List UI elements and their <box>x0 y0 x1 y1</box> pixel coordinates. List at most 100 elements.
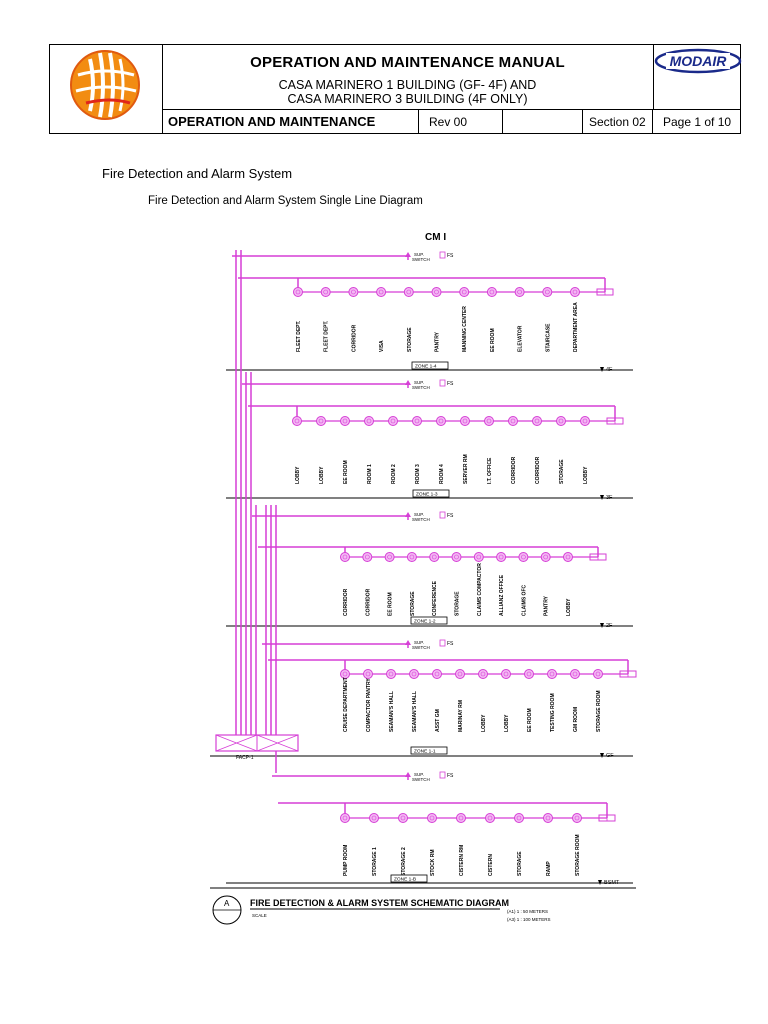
smoke-detector-icon <box>412 416 422 426</box>
smoke-detector-icon <box>340 669 350 679</box>
smoke-detector-icon <box>514 287 525 297</box>
room-label: STORAGE <box>559 459 565 484</box>
sup-switch-label: SUP. <box>414 772 424 777</box>
zone-label: ZONE 1-B <box>394 877 416 883</box>
title-cell: OPERATION AND MAINTENANCE MANUAL CASA MA… <box>162 45 653 109</box>
room-label: CRUISE DEPARTMENT <box>343 677 349 732</box>
page-number: Page 1 of 10 <box>663 115 732 129</box>
room-label: FLEET DEPT. <box>296 320 302 352</box>
room-label: GM ROOM <box>573 707 579 732</box>
flow-switch-icon <box>439 251 446 259</box>
room-label: EE ROOM <box>527 708 533 732</box>
smoke-detector-icon <box>501 669 511 679</box>
room-label: RAMP <box>546 861 552 876</box>
header-info-row: OPERATION AND MAINTENANCE Rev 00 Section… <box>162 109 741 134</box>
room-label: ROOM 2 <box>391 464 397 484</box>
smoke-detector-icon <box>376 287 387 297</box>
caption-block: A FIRE DETECTION & ALARM SYSTEM SCHEMATI… <box>210 887 636 925</box>
smoke-detector-icon <box>436 416 446 426</box>
room-label: LOBBY <box>319 466 325 484</box>
room-label: STORAGE <box>407 327 413 352</box>
manual-title: OPERATION AND MAINTENANCE MANUAL <box>250 54 565 71</box>
room-label: STORAGE ROOM <box>596 690 602 732</box>
room-label: LOBBY <box>504 714 510 732</box>
room-label: STORAGE 1 <box>372 847 378 876</box>
brand-name: MODAIR <box>670 53 728 69</box>
smoke-detector-icon <box>406 552 417 562</box>
room-label: STAIRCASE <box>545 323 551 352</box>
building-subtitle: CASA MARINERO 1 BUILDING (GF- 4F) AND CA… <box>162 78 653 106</box>
level-label: 3F <box>606 495 613 501</box>
room-label: PANTRY <box>544 595 550 616</box>
smoke-detector-icon <box>427 813 437 823</box>
room-label: CLAIMS OFC <box>521 585 527 616</box>
sup-switch-label: SUP. <box>414 252 424 257</box>
sup-switch-label: SWITCH <box>412 517 430 522</box>
scale-note-1: (A1) 1 : 50 METERS <box>507 909 548 914</box>
modair-logo: MODAIR <box>654 48 742 74</box>
facp-label: FACP-1 <box>236 755 254 761</box>
smoke-detector-icon <box>340 552 350 562</box>
flow-switch-icon <box>439 511 446 519</box>
room-label: CORRIDOR <box>511 456 517 484</box>
smoke-detector-icon <box>432 669 442 679</box>
flow-switch-icon <box>439 771 446 779</box>
zone-label: ZONE 1-2 <box>414 619 436 625</box>
zone-tag <box>410 746 448 755</box>
room-label: LOBBY <box>481 714 487 732</box>
room-label: CORRIDOR <box>351 324 357 352</box>
room-label: SEAMAN'S HALL <box>412 691 418 732</box>
scale-label: SCALE <box>252 913 267 918</box>
smoke-detector-icon <box>556 416 566 426</box>
smoke-detector-icon <box>485 813 495 823</box>
smoke-detector-icon <box>524 669 534 679</box>
company-logo-cell <box>50 45 163 133</box>
smoke-detector-icon <box>386 669 396 679</box>
room-label: ELEVATOR <box>518 325 524 352</box>
revision: Rev 00 <box>419 110 503 134</box>
smoke-detector-icon <box>563 552 573 562</box>
room-label: COMPACTOR PANTRY <box>366 678 372 732</box>
smoke-detector-icon <box>570 669 580 679</box>
level-label: 4F <box>606 367 613 373</box>
document-header: OPERATION AND MAINTENANCE MANUAL CASA MA… <box>49 44 742 134</box>
sup-switch-label: SUP. <box>414 512 424 517</box>
room-label: SEAMAN'S HALL <box>389 691 395 732</box>
subtitle-line-2: CASA MARINERO 3 BUILDING (4F ONLY) <box>287 92 528 106</box>
smoke-detector-icon <box>455 669 465 679</box>
smoke-detector-icon <box>340 813 350 823</box>
room-label: ASST GM <box>435 709 441 732</box>
room-label: ROOM 3 <box>415 464 421 484</box>
room-label: CISTERN <box>488 854 494 876</box>
room-label: DEPARTMENT AREA <box>573 302 579 352</box>
scale-note-2: (A3) 1 : 100 METERS <box>507 917 551 922</box>
section-number: Section 02 <box>583 110 653 134</box>
smoke-detector-icon <box>486 287 497 297</box>
room-label: CLAIMS COMPACTOR <box>477 563 483 616</box>
smoke-detector-icon <box>403 287 414 297</box>
room-label: LOBBY <box>566 598 572 616</box>
room-label: CISTERN RM <box>459 845 465 876</box>
smoke-detector-icon <box>398 813 408 823</box>
smoke-detector-icon <box>364 416 374 426</box>
smoke-detector-icon <box>459 287 470 297</box>
smoke-detector-icon <box>292 416 302 426</box>
smoke-detector-icon <box>547 669 557 679</box>
room-label: LOBBY <box>583 466 589 484</box>
room-label: STORAGE ROOM <box>575 834 581 876</box>
diagram-caption: FIRE DETECTION & ALARM SYSTEM SCHEMATIC … <box>250 898 509 908</box>
smoke-detector-icon <box>460 416 470 426</box>
cm-label: CM I <box>425 232 446 243</box>
room-label: I.T. OFFICE <box>487 457 493 484</box>
room-label: VISA <box>379 340 385 352</box>
room-label: CONFERENCE <box>432 580 438 616</box>
smoke-detector-icon <box>570 287 580 297</box>
section-heading: Fire Detection and Alarm System <box>102 166 293 181</box>
smoke-detector-icon <box>340 416 350 426</box>
